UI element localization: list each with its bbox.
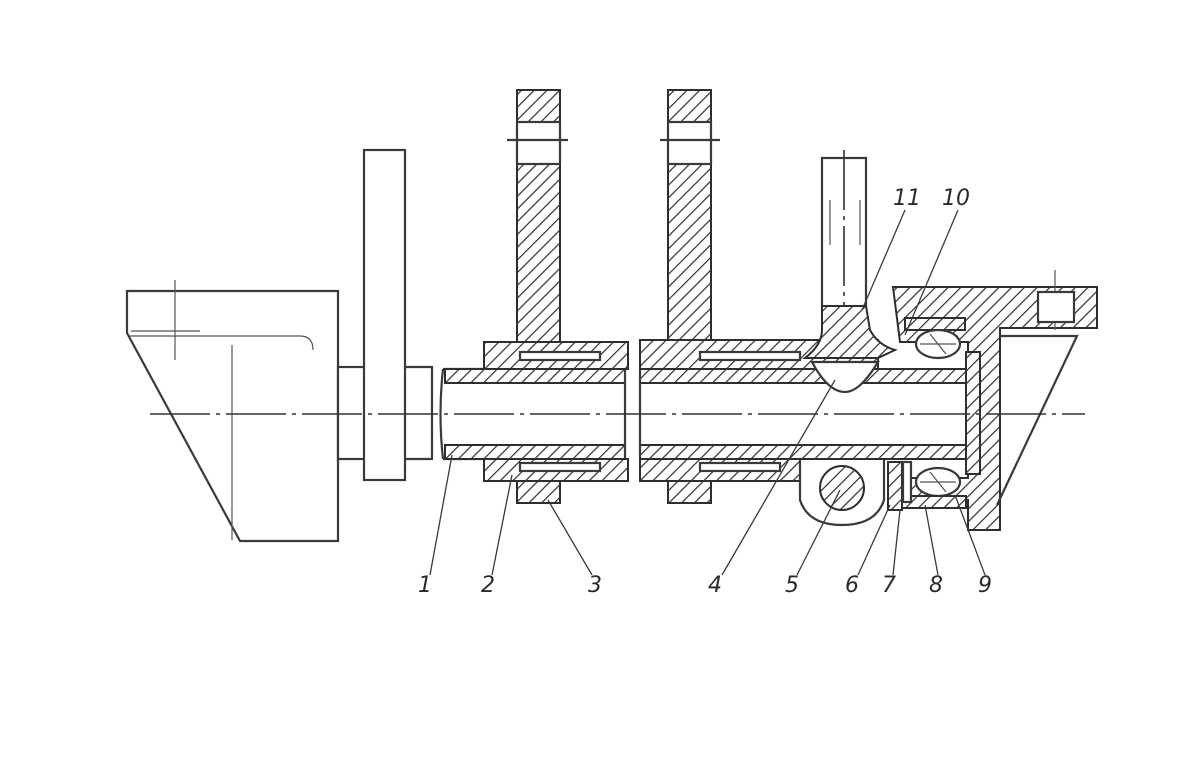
callout-10: 10 <box>942 186 970 211</box>
callout-2: 2 <box>481 573 495 598</box>
callout-8: 8 <box>929 573 943 598</box>
callout-6: 6 <box>845 573 859 598</box>
leader-lines <box>429 209 986 576</box>
seal-ring <box>887 460 913 511</box>
worm-gear <box>798 460 886 527</box>
key <box>810 360 880 394</box>
shift-fork <box>802 150 898 359</box>
callout-9: 9 <box>978 573 992 598</box>
right-housing <box>891 270 1098 531</box>
bearing-lower <box>899 466 967 509</box>
pulley-disc <box>362 148 407 482</box>
callout-7: 7 <box>882 573 896 598</box>
bearing-upper <box>904 317 966 360</box>
callout-1: 1 <box>418 573 432 598</box>
callout-11: 11 <box>893 186 921 211</box>
callout-4: 4 <box>708 573 722 598</box>
left-support-bracket <box>125 280 340 543</box>
callout-3: 3 <box>588 573 602 598</box>
callout-5: 5 <box>785 573 799 598</box>
shaft-end-cap <box>965 351 981 475</box>
callout-labels: 1 2 3 4 5 6 7 8 9 10 11 <box>418 186 992 598</box>
left-gear-hub <box>483 89 629 504</box>
